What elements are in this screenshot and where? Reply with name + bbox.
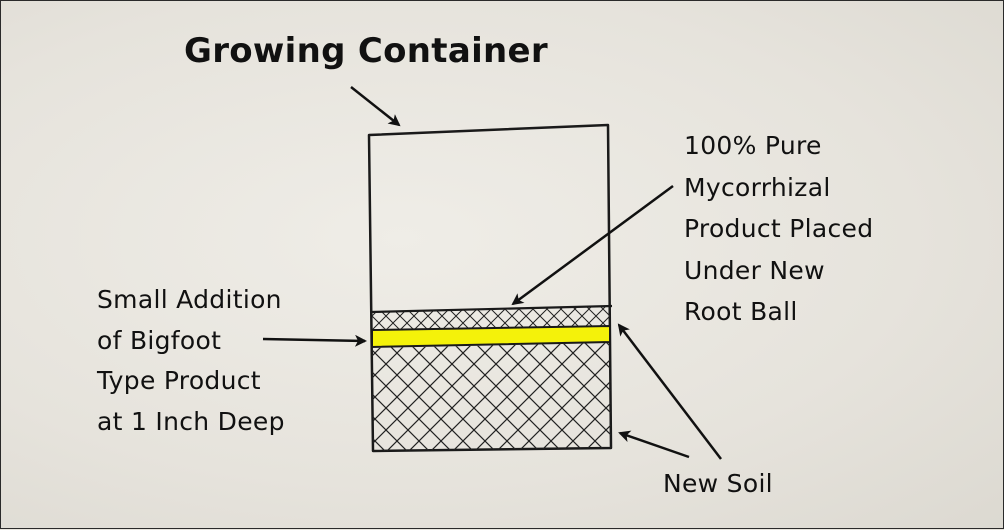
bigfoot-label-line: Type Product xyxy=(97,366,261,395)
mycorrhizal-label-line: Mycorrhizal xyxy=(684,172,831,202)
bigfoot-label-line: Small Addition xyxy=(97,285,282,314)
mycorrhizal-label-line: Product Placed xyxy=(684,214,874,243)
arrow-to-mycorrhizal-layer xyxy=(511,184,674,306)
mycorrhizal-label-line: 100% Pure xyxy=(684,131,822,160)
arrow-to-container xyxy=(350,86,401,127)
arrow-to-soil-top xyxy=(617,323,722,460)
arrow-to-bigfoot-band xyxy=(262,334,367,347)
arrow-to-soil-bottom xyxy=(618,430,690,459)
mycorrhizal-label: 100% Pure Mycorrhizal Product Placed Und… xyxy=(684,125,873,333)
new-soil-label: New Soil xyxy=(663,469,773,498)
bigfoot-label-line: at 1 Inch Deep xyxy=(97,406,285,436)
mycorrhizal-label-line: Under New xyxy=(684,255,825,285)
mycorrhizal-layer xyxy=(370,304,613,329)
mycorrhizal-label-line: Root Ball xyxy=(684,297,798,326)
diagram-title: Growing Container xyxy=(184,31,548,71)
bigfoot-label: Small Addition of Bigfoot Type Product a… xyxy=(97,280,285,442)
new-soil-layer xyxy=(372,343,611,451)
bigfoot-label-line: of Bigfoot xyxy=(97,325,222,355)
bigfoot-band xyxy=(371,324,611,349)
